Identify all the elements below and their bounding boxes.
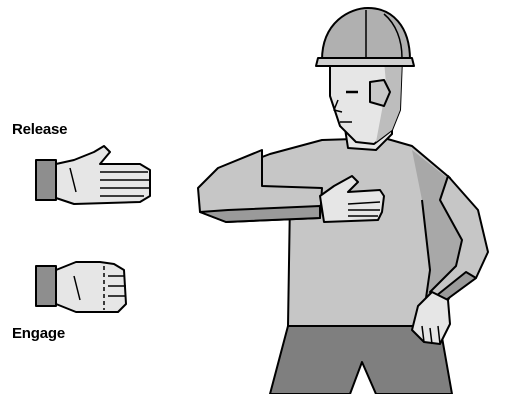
release-hand-icon — [36, 146, 150, 204]
engage-label: Engage — [12, 325, 65, 342]
worker-figure — [198, 8, 488, 394]
hard-hat-brim — [316, 58, 414, 66]
engage-cuff — [36, 266, 56, 306]
release-cuff — [36, 160, 56, 200]
engage-fist — [56, 262, 126, 312]
release-label: Release — [12, 121, 67, 138]
engage-fist-icon — [36, 262, 126, 312]
